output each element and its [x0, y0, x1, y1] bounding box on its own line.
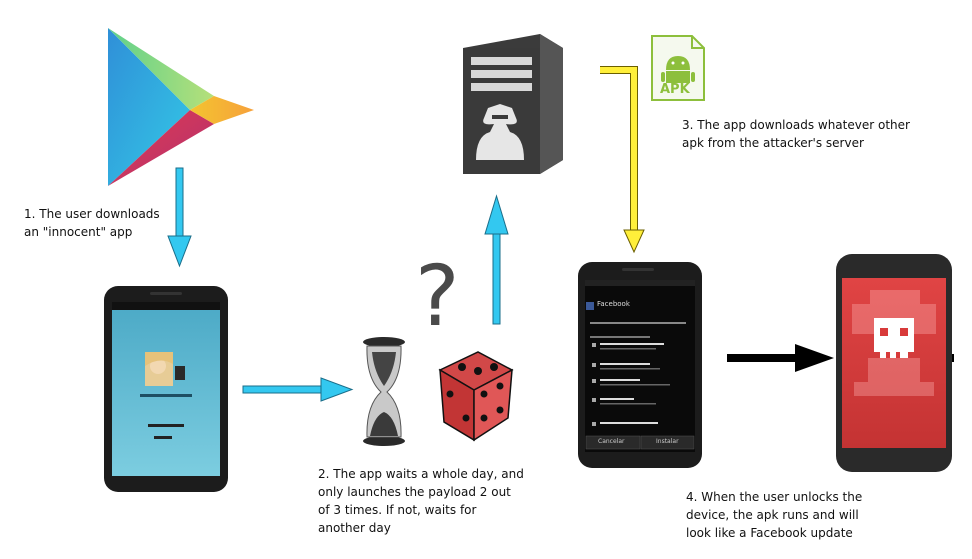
step-1-caption: 1. The user downloads an "innocent" app	[24, 205, 160, 241]
skull-icon	[852, 290, 936, 396]
step-2-line-4: another day	[318, 521, 391, 535]
facebook-screen-title: Facebook	[597, 300, 630, 308]
step-4-line-1: 4. When the user unlocks the	[686, 490, 863, 504]
arrow-contact-server	[484, 194, 509, 325]
step-2-line-2: only launches the payload 2 out	[318, 485, 511, 499]
apk-label: APK	[660, 82, 690, 97]
step-1-line-1: 1. The user downloads	[24, 207, 160, 221]
step-2-line-3: of 3 times. If not, waits for	[318, 503, 477, 517]
google-play-icon	[108, 28, 254, 186]
step-1-line-2: an "innocent" app	[24, 225, 133, 239]
facebook-install-button: Instalar	[656, 438, 679, 445]
step-3-line-1: 3. The app downloads whatever other	[682, 118, 910, 132]
arrow-download-apk	[600, 66, 645, 254]
step-4-line-2: device, the apk runs and will	[686, 508, 859, 522]
step-3-line-2: apk from the attacker's server	[682, 136, 864, 150]
phone-malware	[836, 254, 952, 472]
phone-innocent-app	[104, 286, 228, 492]
arrow-download	[167, 167, 192, 268]
app-avatar	[145, 352, 185, 386]
arrow-wait	[242, 377, 354, 402]
step-2-caption: 2. The app waits a whole day, and only l…	[318, 465, 524, 537]
step-4-line-3: look like a Facebook update	[686, 526, 853, 540]
step-4-caption: 4. When the user unlocks the device, the…	[686, 488, 862, 542]
server-hacker-icon	[463, 34, 563, 174]
step-2-line-1: 2. The app waits a whole day, and	[318, 467, 524, 481]
dice-icon	[438, 351, 514, 442]
apk-file-icon	[651, 35, 705, 101]
hourglass-icon	[363, 337, 405, 446]
step-3-caption: 3. The app downloads whatever other apk …	[682, 116, 910, 152]
phone-facebook-update	[578, 262, 702, 468]
question-mark: ?	[415, 247, 460, 345]
facebook-cancel-button: Cancelar	[598, 438, 625, 445]
